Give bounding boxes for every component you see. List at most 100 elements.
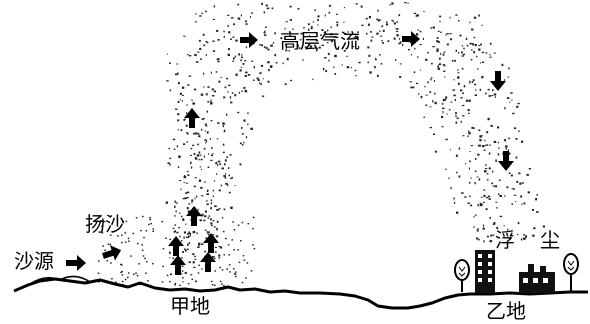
dust-particle [188,231,191,234]
dust-particle [311,25,313,29]
dust-particle [142,255,145,257]
dust-particle [187,133,189,135]
dust-particle [474,182,476,185]
dust-particle [346,66,350,69]
dust-particle [149,216,151,219]
dust-particle [178,155,181,158]
sand-source-label: 沙源 [14,249,54,273]
dust-particle [505,145,508,148]
dust-particle [216,29,219,32]
dust-particle [253,66,255,69]
dust-particle [201,195,204,197]
dust-particle [266,7,270,10]
dust-particle [204,250,206,253]
dust-particle [232,36,235,38]
factory-icon [519,264,555,293]
dust-particle [245,23,248,25]
dust-particle [511,99,513,101]
dust-particle [517,222,520,225]
sand-mound [29,275,91,285]
dust-particle [498,193,500,195]
dust-particle [237,249,239,251]
dust-particle [518,172,521,175]
dust-particle [309,45,313,48]
dust-particle [483,189,486,191]
dust-particle [326,42,329,44]
dust-particle [235,271,237,273]
dust-particle [523,202,526,205]
dust-particle [111,278,113,280]
dust-particle [382,42,384,44]
dust-particle [102,218,104,220]
dust-particle [263,32,266,34]
dust-particle [377,74,379,77]
dust-particle [439,20,441,23]
dust-particle [235,73,238,76]
dust-particle [455,154,458,157]
dust-particle [227,14,230,16]
dust-particle [228,84,231,86]
dust-particle [243,141,245,144]
dust-particle [336,36,339,39]
dust-particle [203,72,205,75]
dust-particle [411,54,413,56]
dust-particle [416,33,419,36]
dust-particle [183,248,186,250]
dust-particle [439,15,442,18]
dust-particle [169,273,172,276]
dust-particle [233,268,235,270]
dust-particle [442,53,445,56]
dust-particle [485,92,487,95]
dust-particle [455,112,457,114]
dust-particle [211,154,213,157]
dust-particle [230,177,232,179]
dust-particle [317,15,320,18]
dust-particle [442,110,444,114]
dust-particle [183,119,185,121]
dust-particle [352,46,355,48]
dust-particle [334,73,337,75]
dust-particle [243,259,246,261]
dust-particle [245,277,247,279]
dust-particle [483,240,485,243]
dust-label: 尘 [540,228,560,252]
dust-particle [208,215,211,217]
dust-particle [355,75,357,77]
dust-particle [169,238,171,240]
dust-particle [433,80,435,82]
dust-particle [493,140,497,143]
dust-particle [177,82,180,85]
dust-particle [109,243,112,246]
dust-particle [207,166,210,168]
dust-particle [121,270,123,273]
dust-particle [142,215,144,218]
arrow-up-icon [170,255,186,275]
dust-particle [477,228,479,230]
dust-particle [165,237,167,239]
dust-particle [224,129,226,132]
dust-particle [233,57,235,60]
dust-particle [315,40,319,42]
dust-particle [212,153,214,155]
dust-particle [246,262,249,264]
dust-particle [521,203,523,205]
dust-particle [456,211,459,214]
dust-particle [446,113,448,115]
dust-particle [177,166,180,169]
dust-particle [457,76,460,79]
dust-particle [210,199,213,202]
dust-particle [234,273,237,275]
dust-particle [200,219,202,222]
dust-particle [415,14,417,17]
dust-particle [429,106,432,108]
dust-particle [222,143,225,146]
arrow-down-icon [498,151,514,171]
dust-particle [474,170,477,173]
dust-particle [179,99,181,101]
dust-particle [222,216,224,219]
dust-particle [195,61,199,63]
dust-particle [120,271,122,274]
dust-particle [489,53,491,56]
dust-particle [223,284,225,287]
